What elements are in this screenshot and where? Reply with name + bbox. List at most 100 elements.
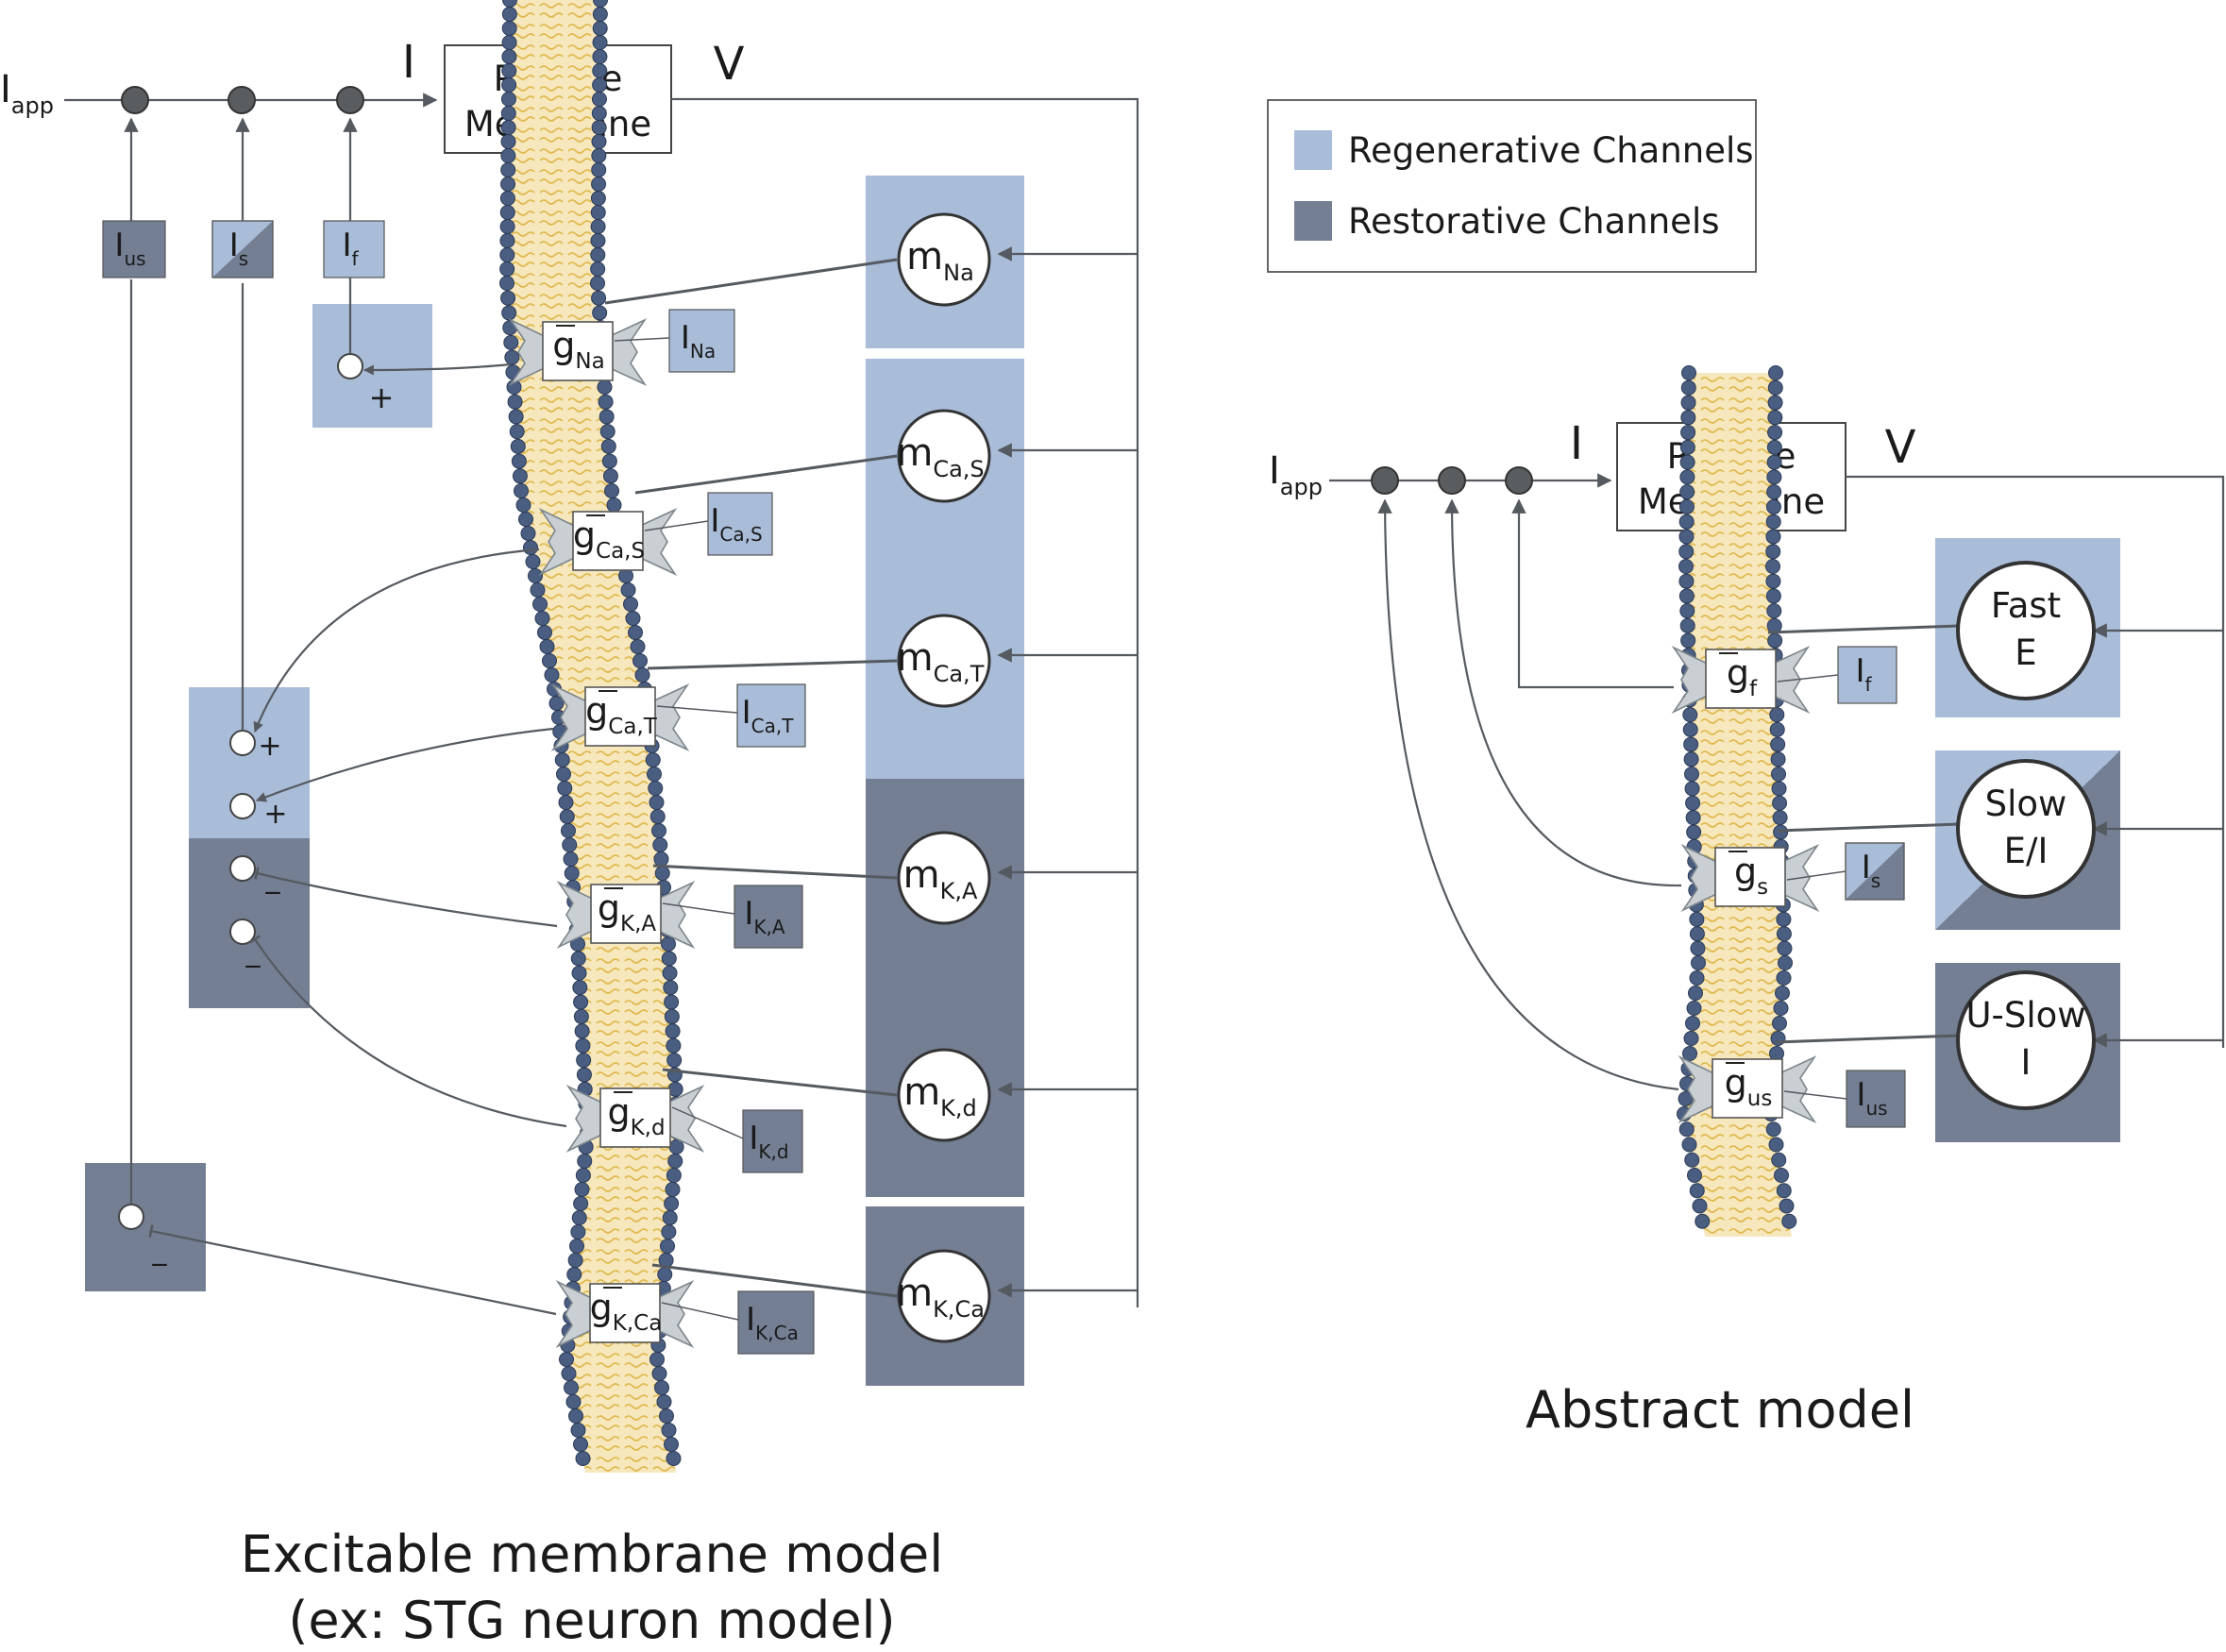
conductance-label: gus (1725, 1062, 1773, 1111)
summing-node-1 (1371, 466, 1399, 495)
conductance-label: gCa,T (585, 690, 658, 739)
conductance-label: gf (1727, 652, 1758, 701)
fast-sum-node (337, 353, 363, 379)
gate-link (647, 659, 898, 670)
caption-left-2: (ex: STG neuron model) (288, 1591, 895, 1650)
channel-5: gK,Ca (555, 1279, 695, 1349)
gate-variable: mK,Ca (896, 1272, 985, 1323)
current-label: IK,A (744, 895, 785, 938)
legend-restorative-label: Restorative Channels (1348, 201, 1720, 242)
current-link (661, 1302, 739, 1321)
channel-3: gK,A (556, 880, 696, 950)
conductance-label: gs (1734, 851, 1768, 900)
current-label: Ius (114, 227, 145, 270)
current-link (1777, 674, 1839, 683)
channel-0: gf (1671, 645, 1811, 715)
conductance-box (1705, 649, 1777, 709)
ka-feedback (254, 867, 558, 928)
current-box-3: IK,A (734, 885, 803, 949)
minus-sign: _ (245, 936, 261, 969)
current-I-label: I (1570, 417, 1583, 470)
plus-sign: + (369, 379, 395, 415)
channel-2: gCa,T (550, 683, 690, 752)
legend-regenerative-label: Regenerative Channels (1348, 130, 1754, 171)
current-label: INa (681, 319, 716, 362)
na-feedback (363, 362, 512, 376)
gate-link (1777, 822, 1960, 833)
summing-node-3 (1505, 466, 1533, 495)
current-box-1: ICa,S (707, 492, 773, 556)
current-label: ICa,T (742, 694, 795, 737)
gate-link (651, 1263, 898, 1298)
kca-feedback (148, 1224, 557, 1316)
conductance-box (590, 884, 662, 944)
gate-label-2: E (2015, 632, 2036, 673)
caption-right: Abstract model (1526, 1380, 1914, 1440)
gate-link (1774, 1034, 1960, 1044)
gate-link (604, 258, 898, 305)
If-feedback (1511, 498, 1674, 689)
feedback-If: If (323, 220, 385, 278)
voltage-V-label: V (714, 38, 745, 91)
gate-m-1: mCa,S (896, 409, 991, 503)
gate-variable: mCa,S (896, 431, 984, 482)
abstract-model: IappIPassiveMembraneVgfFastEIfgsSlowE/II… (1269, 365, 2225, 1440)
gate-variable: mNa (906, 235, 974, 286)
current-box-4: IK,d (742, 1109, 803, 1173)
feedback-Is: Is (211, 220, 274, 278)
slow-sum-node-3 (229, 919, 256, 945)
summing-node-2 (1438, 466, 1466, 495)
legend-swatch-regenerative (1294, 130, 1332, 170)
conductance-label: gNa (552, 325, 604, 374)
gate-m-4: mK,d (897, 1048, 991, 1142)
gate-link (652, 864, 898, 880)
current-link (656, 705, 738, 714)
conductance-label: gK,Ca (590, 1287, 663, 1336)
voltage-bus (1846, 475, 2225, 1048)
gate-variable: mK,A (903, 853, 978, 904)
slow-sum-node-2 (229, 855, 256, 882)
conductance-box (1712, 1058, 1783, 1119)
conductance-box (589, 1283, 661, 1343)
summing-node-3 (336, 86, 364, 114)
gate-link (662, 1068, 898, 1097)
current-label: Ius (1856, 1076, 1887, 1120)
Is-feedback (1444, 498, 1682, 887)
current-label: If (342, 227, 359, 270)
slow-sum-node-0 (229, 730, 256, 756)
conductance-label: gK,A (598, 887, 657, 936)
current-box-0: If (1837, 646, 1897, 704)
current-label: If (1855, 652, 1872, 696)
channel-2: gus (1678, 1054, 1817, 1124)
current-box-1: Is (1845, 842, 1905, 901)
input-label: Iapp (1269, 449, 1323, 500)
summing-node-1 (121, 86, 149, 114)
conductance-box (599, 1087, 671, 1148)
voltage-V-label: V (1885, 421, 1916, 474)
kd-feedback (248, 935, 567, 1128)
ultraslow-sum-node (118, 1204, 144, 1230)
conductance-box (572, 511, 644, 571)
channel-1: gCa,S (538, 507, 678, 577)
current-link (662, 902, 735, 915)
current-box-2: ICa,T (736, 683, 806, 748)
gate-variable: mK,d (903, 1070, 977, 1121)
conductance-box (542, 321, 614, 381)
conductance-box (584, 686, 656, 747)
plus-sign: + (263, 798, 287, 831)
gate-m-0: mNa (897, 212, 991, 307)
current-I-label: I (402, 36, 415, 89)
gate-label-2: E/I (2004, 831, 2049, 871)
channel-1: gs (1680, 843, 1820, 913)
gate-m-2: mCa,T (897, 614, 991, 708)
Ius-feedback (1377, 498, 1679, 1091)
gate-label-1: Slow (1985, 784, 2067, 824)
gate-m-5: mK,Ca (896, 1249, 991, 1343)
current-label: Is (229, 227, 248, 270)
conductance-label: gCa,S (573, 514, 645, 564)
slow-sum-node-1 (229, 793, 256, 819)
